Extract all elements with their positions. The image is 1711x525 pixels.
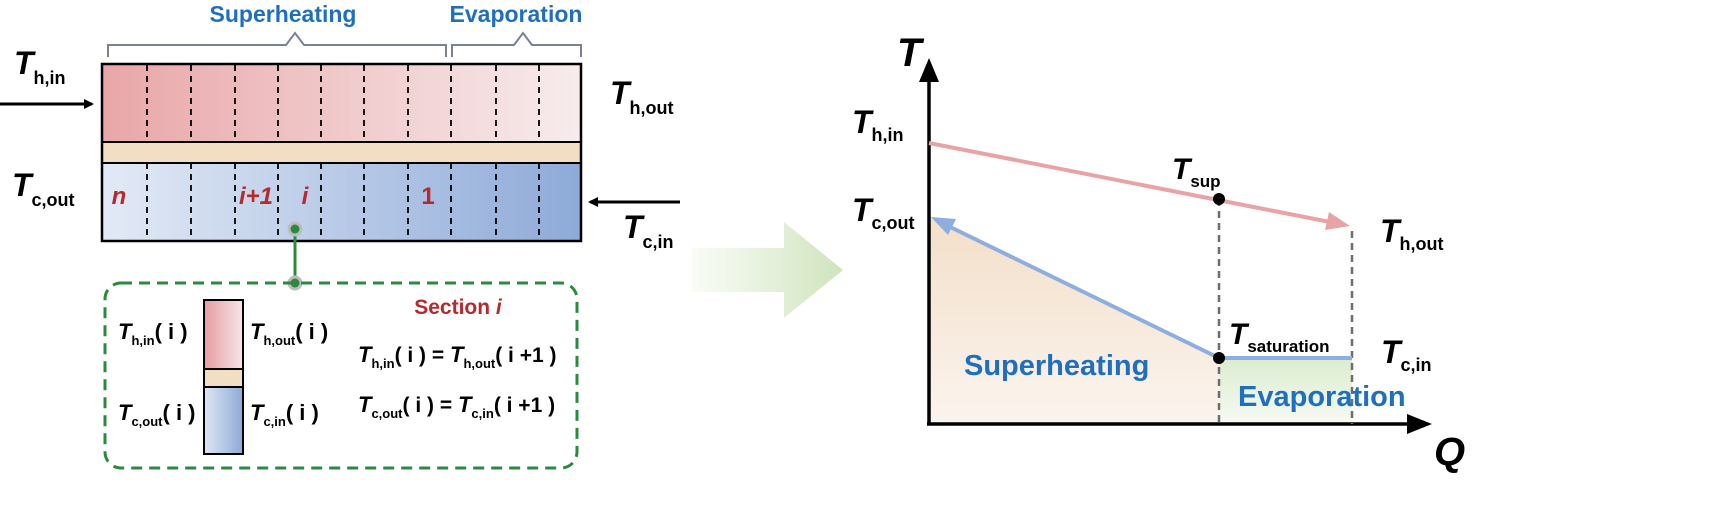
- section-detail-box: [103, 281, 579, 470]
- hot-stream-line: [928, 141, 1341, 226]
- graph-label-t-h-out: Th,out: [1380, 213, 1444, 254]
- section-title: Section i: [414, 296, 503, 319]
- label-t-h-in-left: Th,in: [14, 45, 66, 88]
- evaporation-top-label: Evaporation: [450, 1, 583, 27]
- evaporation-brace: [451, 31, 582, 57]
- label-t-c-in-left: Tc,in: [623, 209, 674, 252]
- cell-label-1: 1: [421, 183, 434, 210]
- equation-cold-continuity: Tc,out( i ) = Tc,in( i +1 ): [358, 392, 555, 421]
- section-label-t-c-in: Tc,in( i ): [250, 400, 319, 429]
- superheating-top-label: Superheating: [210, 1, 357, 27]
- separating-wall: [102, 142, 581, 163]
- cell-label-n: n: [112, 183, 127, 210]
- graph-label-t-saturation: Tsaturation: [1229, 318, 1330, 356]
- region-label-superheating: Superheating: [964, 350, 1149, 382]
- hot-channel: [102, 64, 581, 142]
- segment-dividers: [146, 65, 540, 240]
- x-axis-arrowhead: [1407, 414, 1432, 434]
- section-label-t-h-in: Th,in( i ): [118, 319, 188, 348]
- y-axis-arrowhead: [919, 58, 939, 82]
- section-label-t-c-out: Tc,out( i ): [118, 400, 196, 429]
- x-axis-label: Q: [1434, 430, 1465, 474]
- transition-arrow: [692, 222, 843, 318]
- graph-label-t-c-out: Tc,out: [852, 192, 915, 233]
- exchanger-outline: [100, 62, 583, 243]
- point-t-saturation: [1213, 352, 1225, 364]
- equation-hot-continuity: Th,in( i ) = Th,out( i +1 ): [358, 342, 557, 371]
- label-t-h-out-left: Th,out: [610, 75, 674, 118]
- cell-label-i: i: [302, 183, 310, 210]
- section-label-t-h-out: Th,out( i ): [250, 319, 328, 348]
- graph-label-t-c-in: Tc,in: [1381, 334, 1432, 375]
- label-t-c-out-left: Tc,out: [12, 167, 75, 210]
- cold-superheating-line: [941, 221, 1220, 360]
- superheating-region-fill: [929, 216, 1219, 424]
- superheating-brace: [107, 31, 447, 57]
- region-label-evaporation: Evaporation: [1238, 381, 1406, 413]
- section-wall: [203, 368, 244, 388]
- section-hot-channel: [203, 299, 244, 370]
- cell-label-i-plus-1: i+1: [239, 183, 273, 210]
- cold-stream-arrowhead: [931, 217, 956, 235]
- section-cold-channel: [203, 386, 244, 455]
- evaporation-region-fill: [1219, 358, 1352, 424]
- connector-dot-top: [287, 221, 303, 237]
- graph-label-t-sup: Tsup: [1172, 153, 1221, 191]
- hot-stream-arrowhead: [1325, 212, 1350, 230]
- graph-label-t-h-in: Th,in: [852, 104, 904, 145]
- point-t-sup: [1213, 193, 1225, 205]
- y-axis-label: T: [897, 31, 925, 75]
- cold-channel: [102, 163, 581, 241]
